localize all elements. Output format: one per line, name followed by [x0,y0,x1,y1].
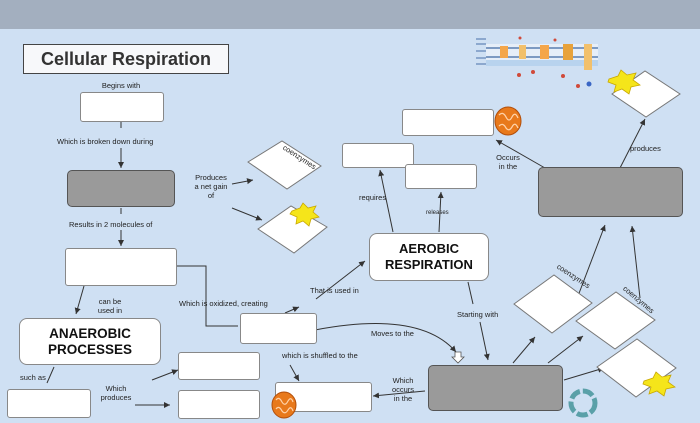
label-which-occurs-in-the: Which occurs in the [391,376,415,403]
gray-box-krebs-cycle[interactable] [428,365,563,411]
blank-box-product-2[interactable] [178,390,260,419]
label-shuffled-to-the: which is shuffled to the [282,351,358,360]
diamond-coenzyme-2[interactable] [575,291,656,350]
star-icon [642,371,676,397]
aerobic-respiration-box[interactable]: AEROBIC RESPIRATION [369,233,489,281]
label-occurs-in-the: Occurs in the [496,153,520,171]
label-produces-net-gain: Produces a net gain of [194,173,228,200]
mitochondria-icon [494,106,522,136]
diamond-atp-krebs[interactable] [596,338,677,398]
label-moves-to-the: Moves to the [371,329,414,338]
label-which-produces: Which produces [100,384,132,402]
gray-box-electron-transport[interactable] [538,167,683,217]
label-requires: requires [359,193,387,202]
gray-box-glycolysis[interactable] [67,170,175,207]
label-starting-with: Starting with [457,310,499,319]
label-that-is-used-in: That is used in [310,286,359,295]
top-bar [0,0,700,29]
label-broken-down: Which is broken down during [57,137,154,146]
star-icon [289,202,320,227]
page-title: Cellular Respiration [40,49,212,69]
open-arrow-icon [451,351,465,364]
label-such-as: such as [20,373,46,382]
label-results-in: Results in 2 molecules of [69,220,153,229]
blank-box-oxygen[interactable] [342,143,414,168]
blank-box-co2[interactable] [405,164,477,189]
cycle-icon [568,388,598,418]
label-produces-right: produces [630,144,661,153]
diamond-coenzyme-1[interactable] [513,274,593,334]
anaerobic-processes-box[interactable]: ANAEROBIC PROCESSES [19,318,161,365]
blank-box-anaerobic-example[interactable] [7,389,91,418]
blank-box-product-1[interactable] [178,352,260,380]
blank-box-glucose[interactable] [80,92,164,122]
label-oxidized-creating: Which is oxidized, creating [179,299,268,308]
mitochondria-icon [271,391,297,419]
blank-box-mitochondria[interactable] [402,109,494,136]
blank-box-pyruvate[interactable] [65,248,177,286]
label-releases: releases [426,210,449,216]
star-icon [607,69,641,95]
label-can-be-used-in: can be used in [97,297,123,315]
blank-box-acetyl-coa[interactable] [240,313,317,344]
label-begins-with: Begins with [101,81,141,90]
diamond-nadh[interactable] [247,140,322,190]
title-box: Cellular Respiration [23,44,229,74]
membrane-diagram-icon [476,36,598,88]
